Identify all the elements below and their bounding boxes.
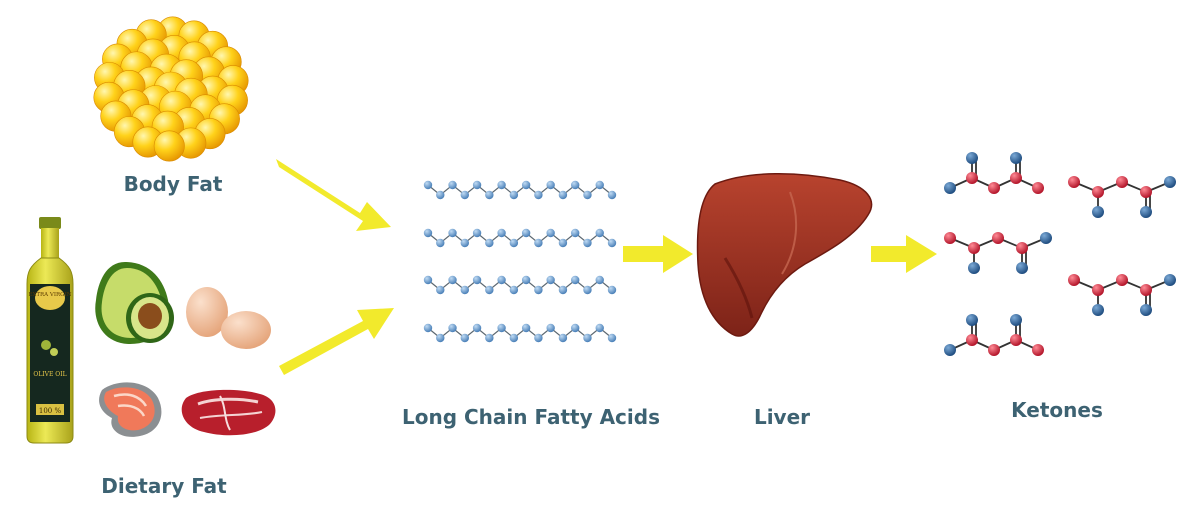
ketone-molecules-icon [944,152,1176,356]
arrow-liver-to-ketones [871,235,937,273]
bottle-main-text: OLIVE OIL [33,371,66,378]
liver-icon [696,173,873,337]
avocado-icon [95,262,174,344]
ketones-label: Ketones [1011,398,1103,422]
body-fat-label: Body Fat [123,172,223,196]
arrow-dietary-fat-to-acids [279,308,394,375]
body-fat-cluster-icon [93,16,249,162]
bottle-bottom-text: 100 % [39,407,62,415]
eggs-icon [186,287,271,349]
bottle-top-text: EXTRA VIRGIN [28,292,71,298]
fatty-acid-chains-icon [423,180,617,343]
long-chain-fatty-acids-label: Long Chain Fatty Acids [402,405,660,429]
meat-steak-icon [181,389,276,436]
salmon-steak-icon [99,382,162,437]
arrow-body-fat-to-acids [276,159,391,231]
arrow-acids-to-liver [623,235,693,273]
dietary-fat-label: Dietary Fat [101,474,227,498]
liver-label: Liver [753,405,811,429]
olive-oil-bottle-icon: EXTRA VIRGIN OLIVE OIL 100 % [26,217,74,444]
